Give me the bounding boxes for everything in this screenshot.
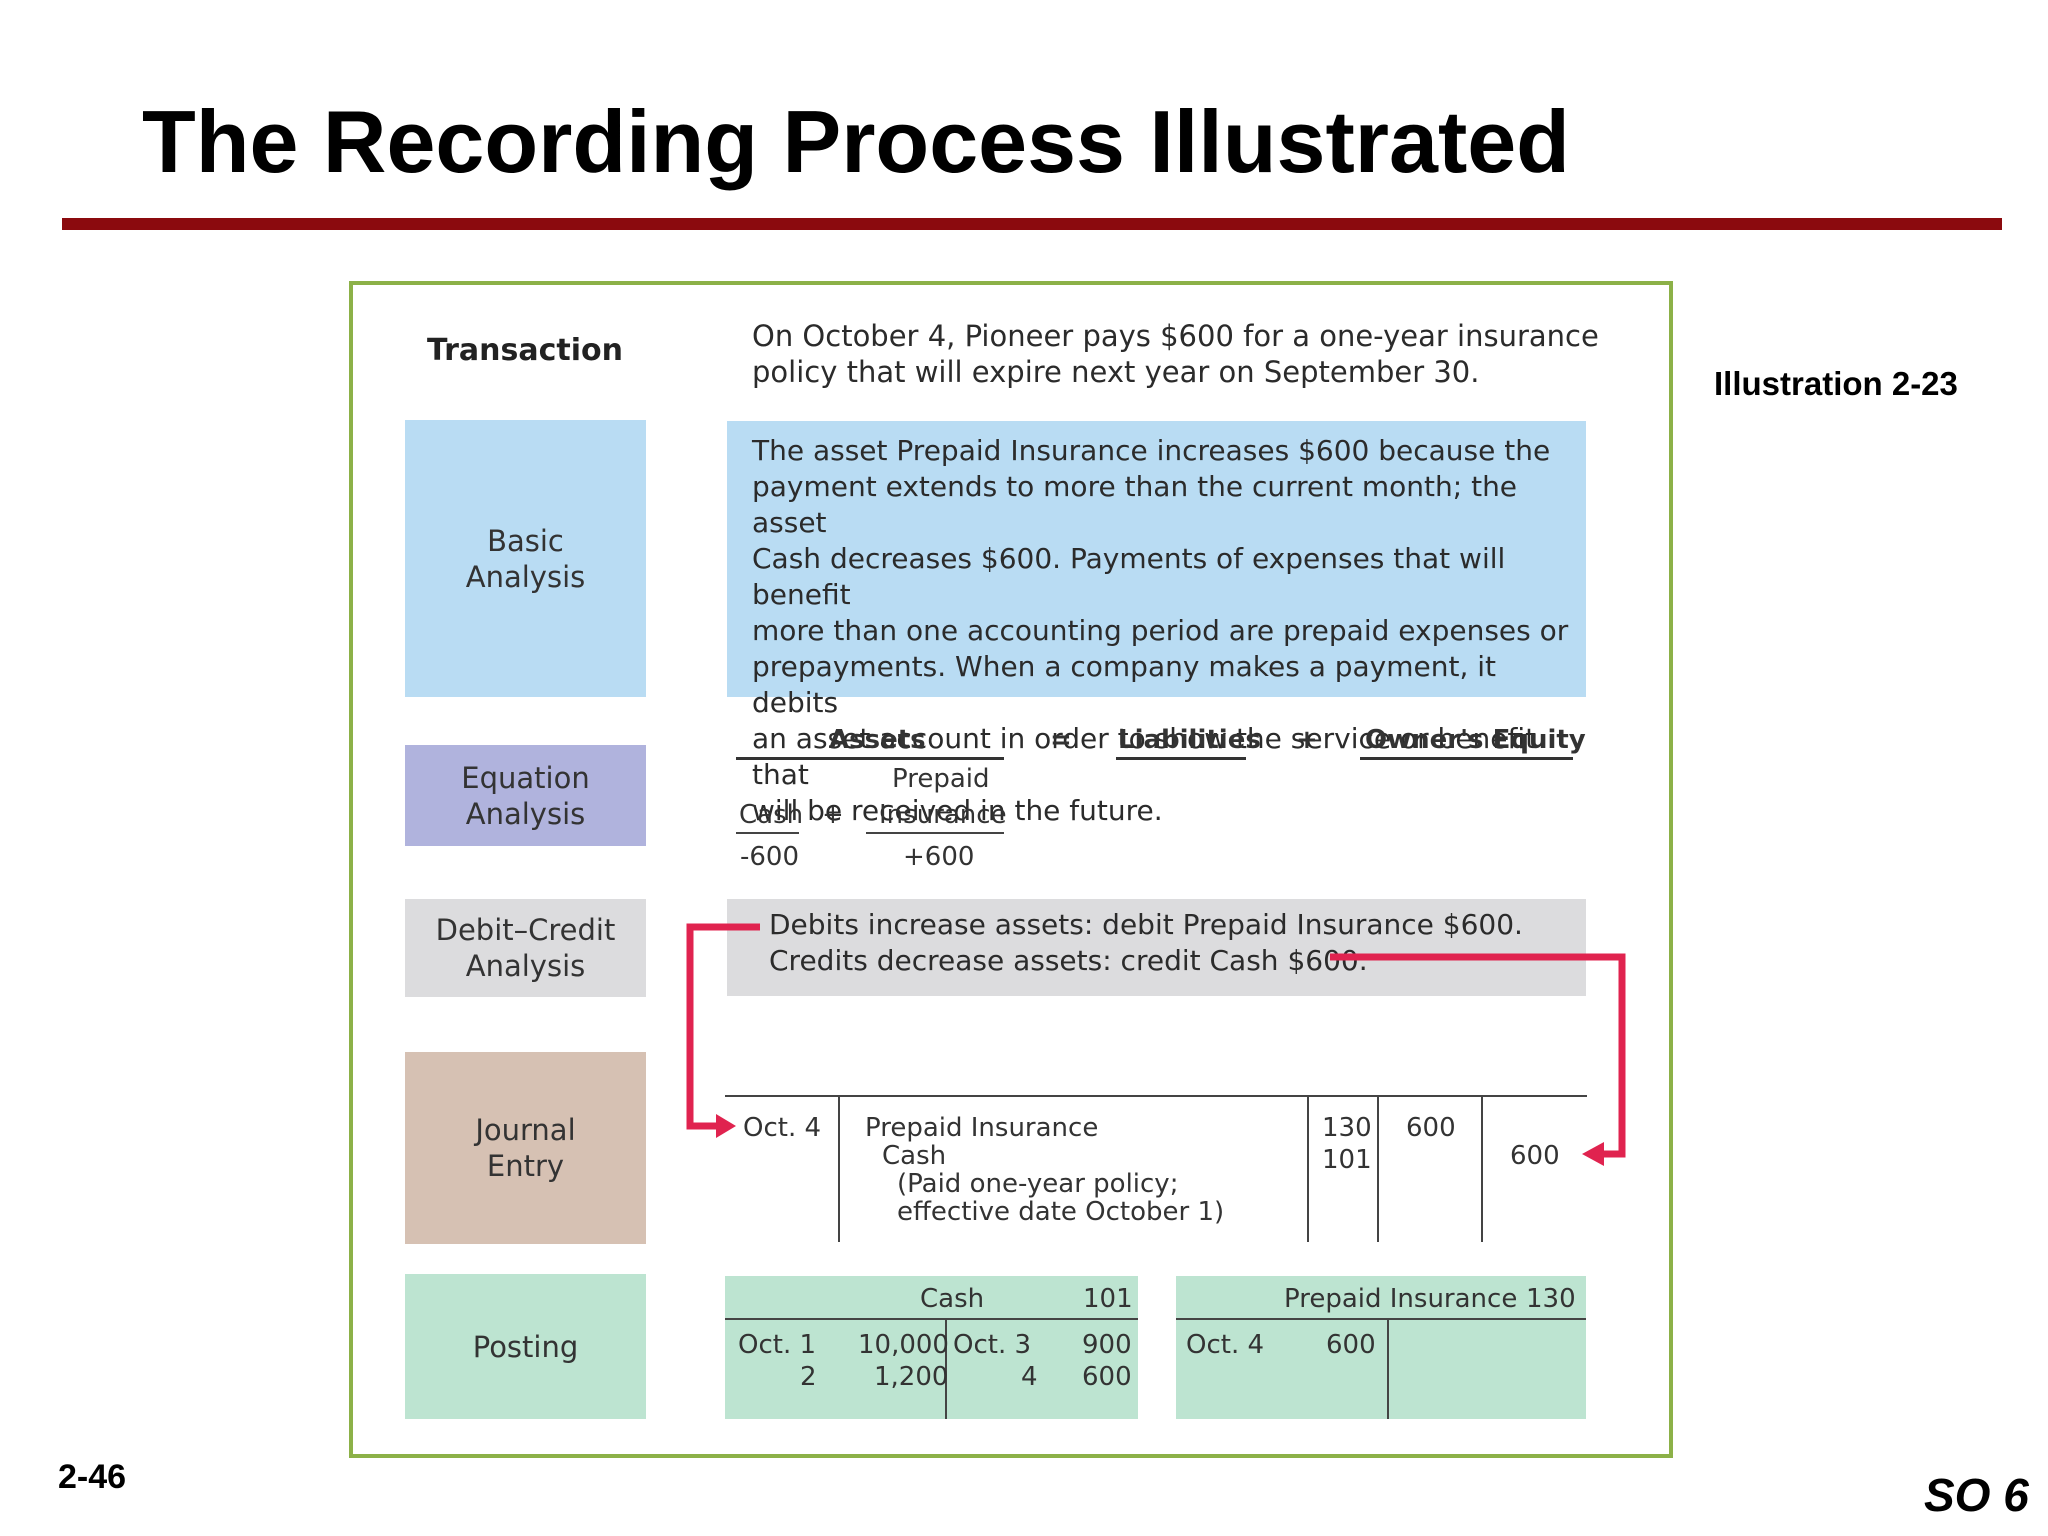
prepaid-column-underline: [866, 832, 1004, 834]
debit-credit-panel: Debits increase assets: debit Prepaid In…: [727, 899, 1586, 996]
debit-credit-line2: Credits decrease assets: credit Cash $60…: [769, 944, 1368, 977]
page-number: 2-46: [58, 1458, 127, 1496]
cash-change: -600: [740, 842, 800, 872]
title-rule: [62, 218, 2002, 230]
cash-t-divider: [945, 1318, 947, 1419]
journal-memo-line2: effective date October 1): [897, 1197, 1225, 1227]
prepaid-debit-date: Oct. 4: [1186, 1330, 1265, 1360]
journal-date: Oct. 4: [743, 1113, 822, 1143]
equation-label-line2: Analysis: [465, 796, 586, 831]
equation-label-line1: Equation: [461, 760, 590, 795]
journal-divider: [1481, 1095, 1483, 1242]
prepaid-account-number: 130: [1526, 1284, 1576, 1314]
journal-debit-amount: 600: [1406, 1113, 1456, 1143]
basic-line: The asset Prepaid Insurance increases $6…: [752, 434, 1551, 467]
debit-arrow-head: [716, 1114, 736, 1138]
liabilities-underline: [1116, 757, 1246, 760]
cash-debit-amount: 1,200: [874, 1362, 949, 1392]
prepaid-label-line2: Insurance: [879, 800, 1007, 830]
transaction-line2: policy that will expire next year on Sep…: [752, 355, 1480, 389]
cash-t-account: [725, 1276, 1138, 1419]
debit-label-line2: Analysis: [465, 949, 586, 983]
cash-credit-date: Oct. 3: [953, 1330, 1032, 1360]
basic-analysis-panel: The asset Prepaid Insurance increases $6…: [727, 421, 1586, 827]
basic-line: payment extends to more than the current…: [752, 470, 1518, 539]
journal-label-line1: Journal: [475, 1113, 576, 1147]
cash-credit-amount: 600: [1082, 1362, 1132, 1392]
equation-plus: +: [1296, 725, 1318, 755]
credit-arrow-line: [1330, 953, 1626, 1158]
basic-line: prepayments. When a company makes a paym…: [752, 650, 1497, 719]
journal-credit-account: Cash: [882, 1141, 947, 1171]
transaction-label: Transaction: [426, 333, 624, 368]
equation-liabilities-header: Liabilities: [1118, 725, 1261, 755]
journal-credit-amount: 600: [1510, 1141, 1560, 1171]
cash-credit-amount: 900: [1082, 1330, 1132, 1360]
study-objective: SO 6: [1924, 1469, 2029, 1521]
journal-ref-credit: 101: [1322, 1145, 1372, 1175]
equation-equity-header: Owner's Equity: [1365, 725, 1586, 755]
prepaid-label-line1: Prepaid: [892, 764, 990, 794]
debit-credit-line1: Debits increase assets: debit Prepaid In…: [769, 908, 1523, 941]
journal-label-line2: Entry: [486, 1149, 565, 1183]
transaction-text: On October 4, Pioneer pays $600 for a on…: [752, 318, 1632, 390]
cash-plus: +: [822, 800, 844, 830]
prepaid-t-divider: [1387, 1318, 1389, 1419]
slide-title: The Recording Process Illustrated: [142, 92, 1570, 191]
cash-debit-date: 2: [800, 1362, 817, 1392]
debit-arrow-line: [686, 923, 760, 1130]
debit-label-line1: Debit–Credit: [435, 913, 616, 947]
cash-column-label: Cash: [739, 800, 804, 830]
journal-divider: [1307, 1095, 1309, 1242]
journal-memo-line1: (Paid one-year policy;: [897, 1169, 1179, 1199]
label-posting: Posting: [405, 1274, 646, 1419]
basic-line: more than one accounting period are prep…: [752, 614, 1569, 647]
cash-column-underline: [736, 832, 799, 834]
prepaid-debit-amount: 600: [1326, 1330, 1376, 1360]
journal-divider: [1377, 1095, 1379, 1242]
journal-debit-account: Prepaid Insurance: [865, 1113, 1099, 1143]
cash-account-number: 101: [1083, 1284, 1133, 1314]
equation-assets-header: Assets: [829, 725, 926, 755]
prepaid-t-account: [1176, 1276, 1586, 1419]
transaction-line1: On October 4, Pioneer pays $600 for a on…: [752, 319, 1599, 353]
basic-line: Cash decreases $600. Payments of expense…: [752, 542, 1506, 611]
cash-debit-date: Oct. 1: [738, 1330, 817, 1360]
cash-credit-date: 4: [1021, 1362, 1038, 1392]
basic-label-line2: Analysis: [465, 559, 586, 594]
basic-label-line1: Basic: [487, 523, 564, 558]
journal-ref-debit: 130: [1322, 1113, 1372, 1143]
cash-t-rule: [725, 1318, 1138, 1320]
equation-equals: =: [1050, 725, 1072, 755]
cash-account-name: Cash: [920, 1284, 985, 1314]
equity-underline: [1360, 757, 1573, 760]
prepaid-t-rule: [1176, 1318, 1586, 1320]
illustration-label: Illustration 2-23: [1714, 365, 1958, 402]
posting-label: Posting: [472, 1329, 579, 1364]
prepaid-change: +600: [903, 842, 975, 872]
assets-underline: [736, 757, 1004, 760]
journal-divider: [838, 1095, 840, 1242]
journal-top-rule: [725, 1095, 1587, 1097]
label-transaction: Transaction: [405, 328, 645, 374]
cash-debit-amount: 10,000: [858, 1330, 949, 1360]
basic-line: will be received in the future.: [752, 794, 1163, 827]
basic-line: an asset account in order to show the se…: [752, 722, 1537, 791]
prepaid-account-name: Prepaid Insurance: [1284, 1284, 1518, 1314]
credit-arrow-head: [1582, 1142, 1604, 1166]
